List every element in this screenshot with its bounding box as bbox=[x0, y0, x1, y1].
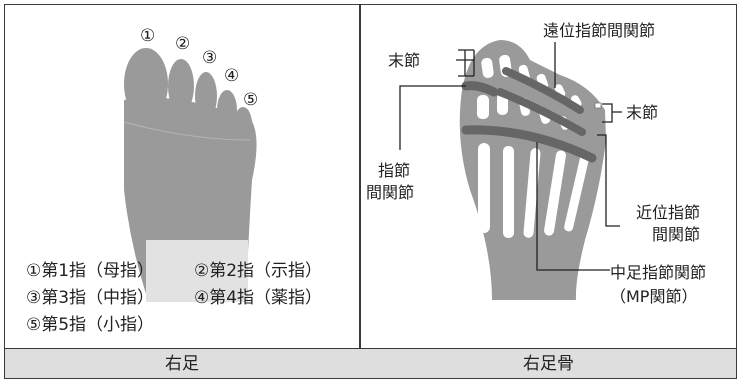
label-distal-phalanx-right: 末節 bbox=[626, 103, 658, 122]
caption-right-foot-bones: 右足骨 bbox=[523, 354, 574, 374]
label-ip-joint-line2: 間関節 bbox=[366, 183, 414, 202]
toe-marker-3: ③ bbox=[202, 48, 217, 68]
label-ip-joint-line1: 指節 bbox=[378, 161, 410, 180]
caption-right-foot: 右足 bbox=[165, 354, 199, 374]
panel-divider bbox=[359, 5, 361, 378]
legend-toe-4: ④第4指（薬指） bbox=[194, 288, 322, 308]
caption-bar bbox=[5, 348, 736, 378]
legend-toe-1: ①第1指（母指） bbox=[26, 261, 154, 281]
legend-toe-3: ③第3指（中指） bbox=[26, 288, 154, 308]
toe-marker-2: ② bbox=[175, 34, 190, 54]
foot-skeleton bbox=[459, 40, 606, 300]
label-pip-joint-line1: 近位指節 bbox=[636, 203, 700, 222]
toe-marker-5: ⑤ bbox=[243, 90, 258, 110]
label-mp-joint-line1: 中足指節関節 bbox=[610, 263, 706, 282]
figure-frame: 右足 右足骨 bbox=[4, 4, 737, 379]
label-dip-joint: 遠位指節間関節 bbox=[543, 21, 655, 40]
toe-marker-4: ④ bbox=[224, 66, 239, 86]
foot-silhouette bbox=[123, 48, 257, 302]
label-pip-joint-line2: 間関節 bbox=[652, 225, 700, 244]
legend-toe-2: ②第2指（示指） bbox=[194, 261, 322, 281]
leader-lines bbox=[399, 42, 622, 271]
label-distal-phalanx-left: 末節 bbox=[388, 51, 420, 70]
label-mp-joint-line2: （MP関節） bbox=[610, 287, 697, 306]
legend-toe-5: ⑤第5指（小指） bbox=[26, 315, 154, 335]
toe-marker-1: ① bbox=[140, 26, 155, 46]
